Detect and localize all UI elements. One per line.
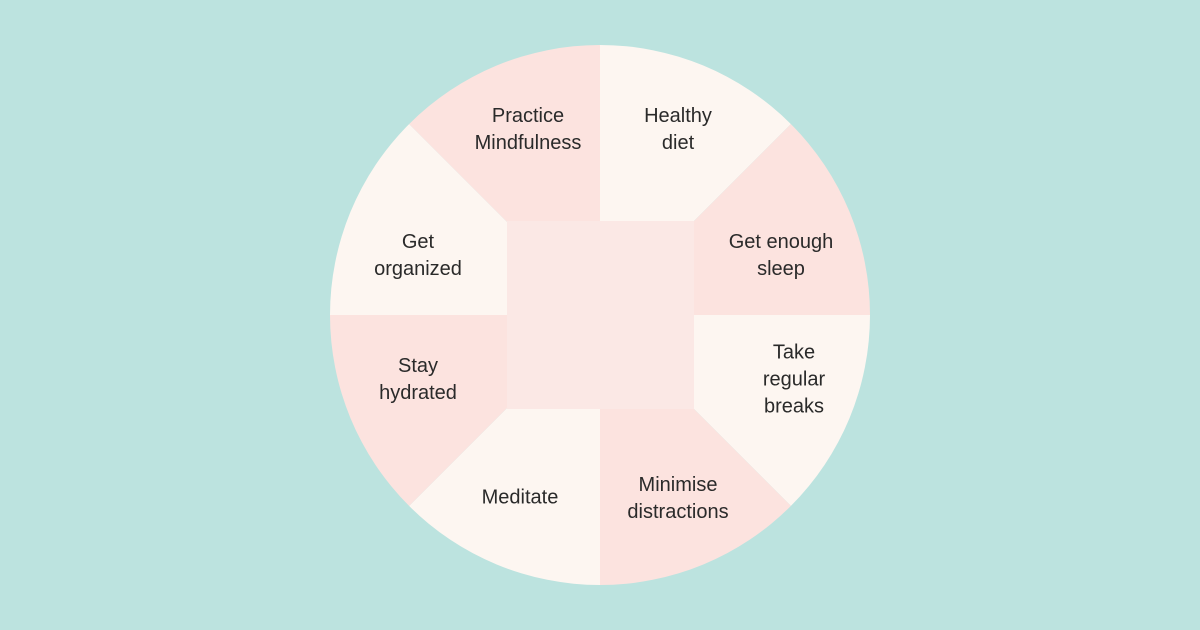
segment-label-line: regular	[762, 368, 826, 391]
segment-label-line: Meditate	[481, 486, 559, 509]
segment-label-line: Take	[772, 341, 816, 364]
center-square	[507, 221, 694, 409]
segment-label-line: hydrated	[379, 382, 457, 404]
segment-label-line: Get	[401, 231, 435, 253]
segment-label-line: Mindfulness	[474, 132, 582, 154]
segment-label-line: breaks	[763, 395, 825, 418]
segment-label: Healthy diet	[644, 103, 712, 157]
segment-label-line: Get enough	[728, 231, 834, 253]
segment-label: Stay hydrated	[379, 353, 457, 407]
segment-label-line: organized	[374, 258, 462, 280]
segment-label-line: Healthy	[644, 105, 712, 127]
segment-label-line: Practice	[491, 105, 565, 127]
segment-label: Get organized	[374, 229, 462, 283]
segment-label-line: diet	[661, 132, 695, 154]
segment-label-line: Stay	[397, 355, 439, 377]
segment-label-line: sleep	[757, 258, 805, 280]
segment-label-line: distractions	[627, 501, 729, 523]
segment-label: Meditate	[482, 485, 559, 512]
segment-label: Minimise distractions	[627, 472, 728, 526]
segment-label: Take regular breaks	[763, 340, 825, 421]
segment-label: Get enough sleep	[729, 229, 834, 283]
segment-label-line: Minimise	[638, 474, 718, 496]
